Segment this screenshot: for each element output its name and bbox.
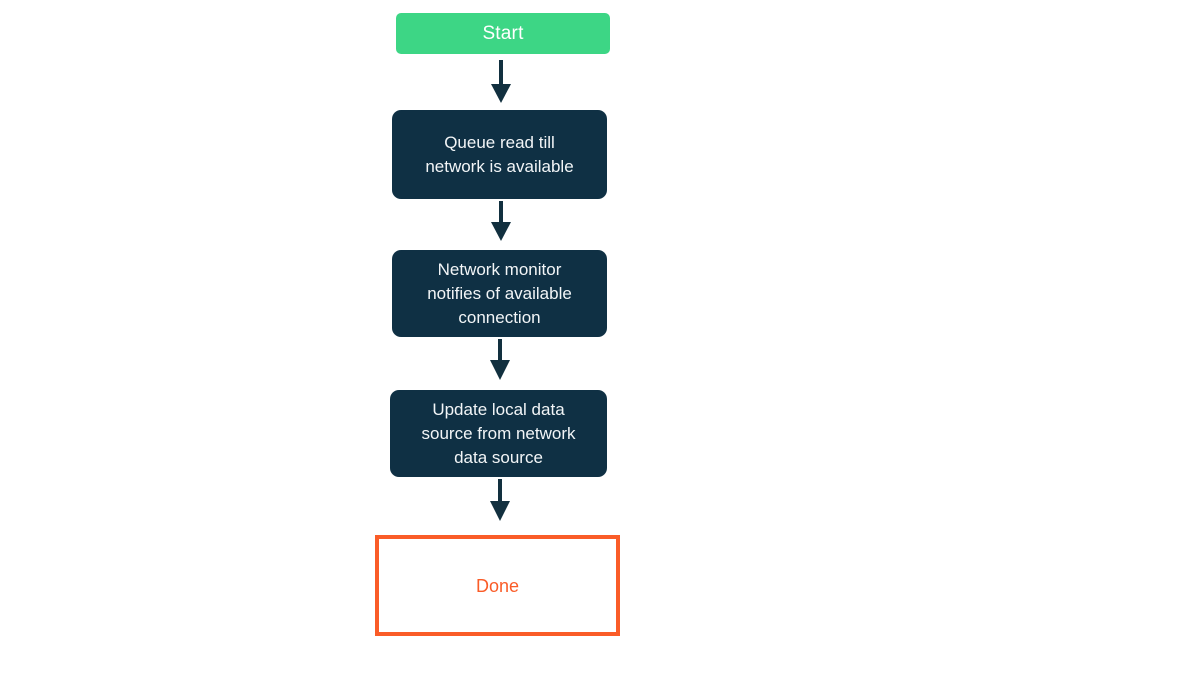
node-queue-read-label: Queue read till network is available — [425, 132, 574, 176]
node-done-label: Done — [475, 575, 520, 596]
node-update-local-label: Update local data source from network da… — [421, 399, 576, 467]
node-network-monitor[interactable]: Network monitor notifies of available co… — [392, 250, 607, 337]
node-network-monitor-label: Network monitor notifies of available co… — [427, 259, 572, 327]
node-start-label: Start — [482, 22, 524, 44]
node-done[interactable]: Done — [375, 535, 620, 636]
node-queue-read[interactable]: Queue read till network is available — [392, 110, 607, 199]
node-start[interactable]: Start — [396, 13, 610, 54]
node-update-local[interactable]: Update local data source from network da… — [390, 390, 607, 477]
